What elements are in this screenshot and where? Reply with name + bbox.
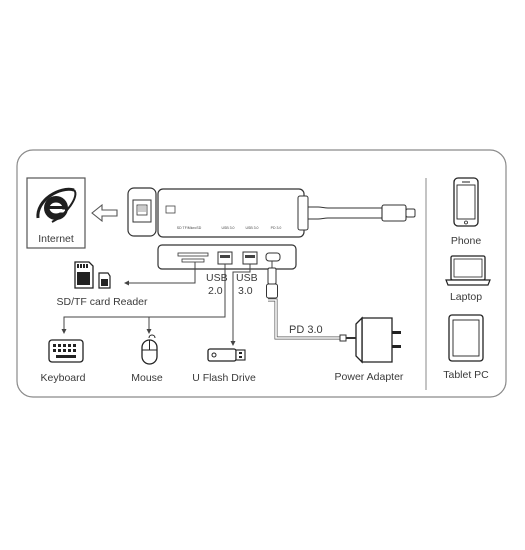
hub-port-label: USB 3.0	[245, 226, 258, 230]
hub-port-label: SD TF/MicroSD	[177, 226, 202, 230]
usb-30-label-line2: 3.0	[238, 285, 253, 297]
usb-hub-port-side	[157, 244, 297, 270]
power-adapter-label: Power Adapter	[335, 371, 404, 383]
sd-tf-reader-label: SD/TF card Reader	[56, 296, 148, 308]
mouse-icon	[141, 334, 158, 365]
sd-slot	[177, 252, 209, 257]
phone-label: Phone	[451, 235, 482, 247]
arrowheads	[61, 280, 236, 346]
internet-arrow-icon	[91, 203, 118, 223]
phone-icon	[453, 177, 479, 227]
laptop-label: Laptop	[450, 291, 482, 303]
flash-drive-label: U Flash Drive	[192, 372, 256, 384]
usb-c-port	[265, 252, 281, 262]
internet-label: Internet	[38, 233, 74, 245]
hub-port-label: PD 3.0	[271, 226, 282, 230]
pd-plug-icon	[266, 267, 278, 299]
tablet-icon	[448, 314, 484, 362]
usb-20-label-line2: 2.0	[208, 285, 223, 297]
usb-hub-top-view: SD TF/MicroSD USB 3.0 USB 3.0 PD 3.0	[157, 188, 309, 238]
ethernet-plug-icon	[127, 187, 157, 237]
pd-label: PD 3.0	[289, 324, 323, 336]
sd-tf-card-icon	[74, 261, 111, 289]
laptop-icon	[445, 255, 491, 286]
hub-port-label: USB 3.0	[221, 226, 234, 230]
flash-drive-icon	[207, 348, 246, 362]
tf-slot	[181, 258, 205, 263]
usb-20-label-line1: USB	[206, 272, 228, 284]
tablet-label: Tablet PC	[443, 369, 489, 381]
internet-explorer-icon	[36, 187, 77, 223]
usb-30-label-line1: USB	[236, 272, 258, 284]
internet-device: Internet	[26, 177, 86, 249]
mouse-label: Mouse	[131, 372, 163, 384]
usb-c-cable	[308, 204, 416, 222]
keyboard-icon	[48, 339, 84, 363]
power-adapter-icon	[339, 316, 401, 364]
keyboard-label: Keyboard	[41, 372, 86, 384]
